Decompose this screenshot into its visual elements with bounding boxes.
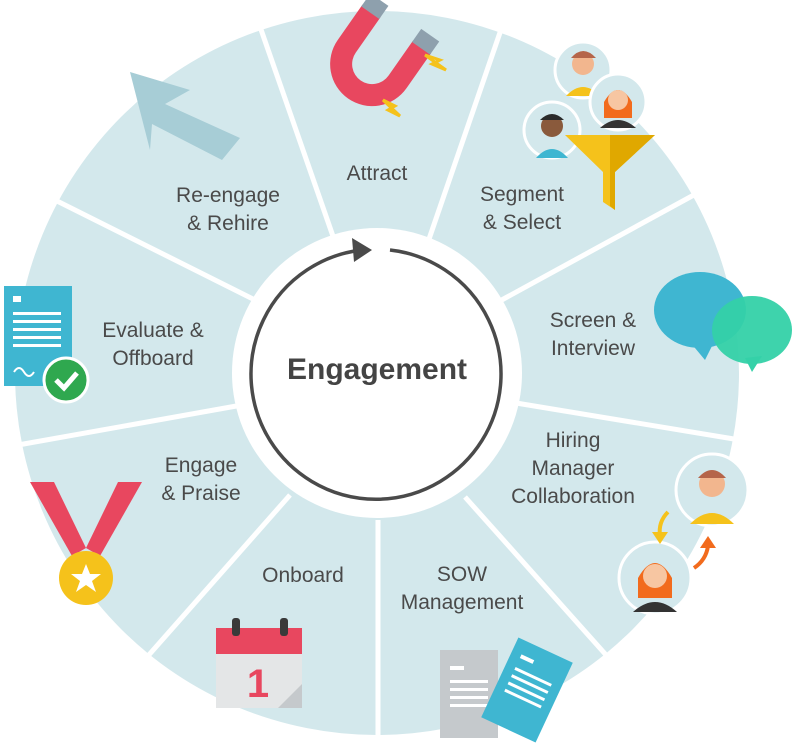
stage-label-segment-select: Segment& Select bbox=[479, 183, 565, 234]
cycle-arrowhead-icon bbox=[352, 238, 372, 262]
stage-label-engage-praise: Engage& Praise bbox=[161, 454, 241, 505]
stage-label-onboard: Onboard bbox=[262, 564, 344, 587]
stage-label-screen-interview: Screen &Interview bbox=[549, 309, 637, 360]
spark-icon bbox=[424, 53, 447, 72]
calendar-day: 1 bbox=[247, 662, 269, 706]
spark-icon bbox=[381, 98, 402, 118]
stage-label-reengage-rehire: Re-engage& Rehire bbox=[176, 184, 280, 235]
center-title: Engagement bbox=[286, 353, 468, 386]
stage-label-attract: Attract bbox=[346, 162, 408, 185]
manager-swap-icon bbox=[617, 452, 750, 616]
approved-document-icon bbox=[4, 286, 90, 404]
stage-label-evaluate-offboard: Evaluate &Offboard bbox=[102, 319, 204, 370]
magnet-icon bbox=[330, 0, 440, 107]
people-funnel-icon bbox=[522, 40, 655, 210]
segment-dividers bbox=[17, 17, 741, 736]
inner-circle bbox=[232, 228, 522, 518]
cycle-arc bbox=[249, 248, 503, 501]
documents-icon bbox=[440, 637, 573, 743]
calendar-icon: 1 bbox=[216, 618, 302, 708]
chat-bubbles-icon bbox=[654, 272, 792, 372]
return-arrow-icon bbox=[130, 72, 240, 160]
medal-icon bbox=[30, 482, 142, 605]
